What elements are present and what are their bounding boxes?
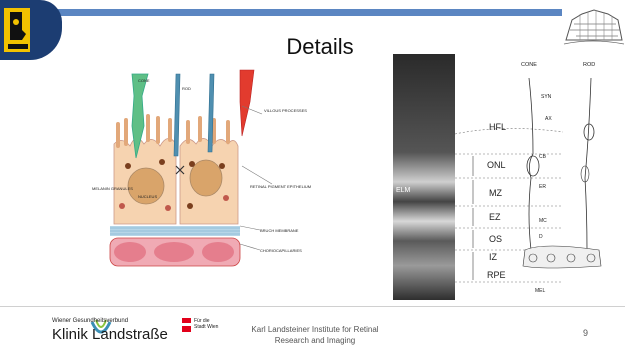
d-label: D [539, 234, 543, 240]
ax-label: AX [545, 116, 552, 122]
institute-line-2: Research and Imaging [250, 335, 380, 346]
er-label: ER [539, 184, 546, 190]
cb-label: CB [539, 154, 547, 160]
melanin-label: MELANIN GRANULES [92, 186, 133, 191]
elm-label: ELM [396, 187, 411, 194]
institute-name: Karl Landsteiner Institute for Retinal R… [250, 324, 380, 346]
building-sketch-icon [562, 0, 625, 48]
institute-line-1: Karl Landsteiner Institute for Retinal [250, 324, 380, 335]
footer-separator [0, 306, 625, 307]
onl-label: ONL [487, 160, 506, 170]
cone-top-label: CONE [521, 62, 537, 68]
org-name: Klinik Landstraße [52, 326, 168, 343]
org-small-text: Wiener Gesundheitsverbund [52, 318, 128, 324]
cone-label: CONE [138, 78, 150, 83]
wien-text: Für die Stadt Wien [194, 318, 218, 330]
mz-label: MZ [489, 188, 502, 198]
top-bar [0, 0, 625, 34]
bruch-label: BRUCH MEMBRANE [260, 228, 299, 233]
nucleus-label: NUCLEUS [138, 194, 157, 199]
wien-text-2: Stadt Wien [194, 324, 218, 330]
chorio-label: CHORIOCAPILLARIES [260, 248, 302, 253]
top-accent-line [0, 9, 625, 16]
hfl-label: HFL [489, 122, 506, 132]
oct-band-diagram: ELM HFL ONL MZ EZ OS IZ RPE CONE ROD SYN… [393, 54, 615, 300]
ez-label: EZ [489, 212, 501, 222]
rod-label: ROD [182, 86, 191, 91]
rpe-illustration: CONE ROD VILLOUS PROCESSES MELANIN GRANU… [92, 66, 314, 276]
rod-top-label: ROD [583, 62, 595, 68]
corner-logo-icon [0, 0, 62, 60]
iz-label: IZ [489, 252, 498, 262]
mel-label: MEL [535, 288, 546, 294]
page-number: 9 [583, 328, 588, 338]
slide-title: Details [250, 34, 390, 60]
villous-label: VILLOUS PROCESSES [264, 108, 307, 113]
rpe-band-label: RPE [487, 270, 506, 280]
os-label: OS [489, 234, 502, 244]
rpe-label: RETINAL PIGMENT EPITHELIUM [250, 184, 311, 189]
mc-label: MC [539, 218, 547, 224]
syn-label: SYN [541, 94, 552, 100]
